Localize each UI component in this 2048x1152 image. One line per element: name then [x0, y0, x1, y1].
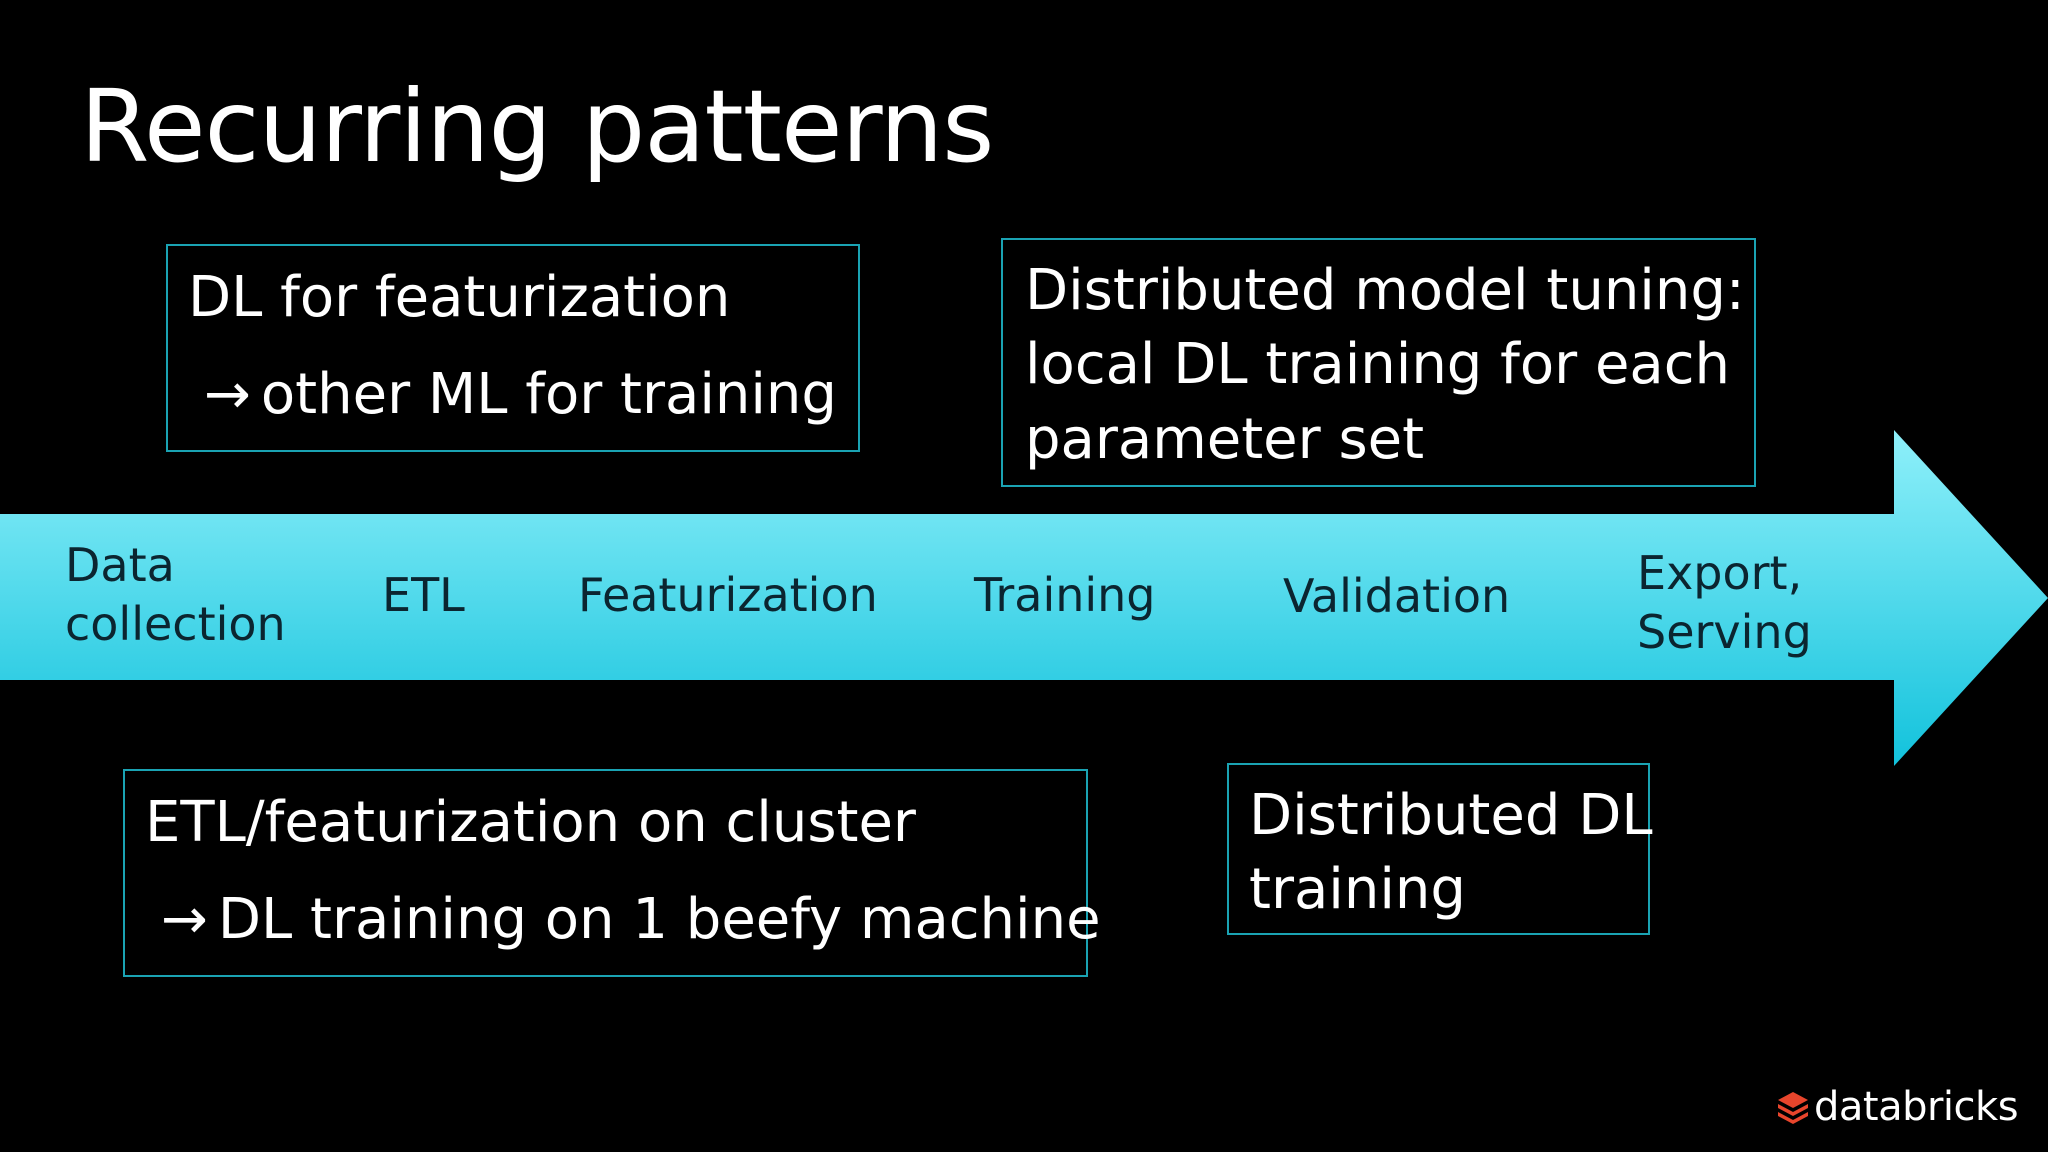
pipeline-arrow-shape [0, 430, 2048, 766]
box-line: Distributed model tuning: [1025, 258, 1745, 323]
box-arrow-line: →other ML for training [188, 359, 838, 432]
brand-name: databricks [1814, 1084, 2019, 1130]
box-line: ETL/featurization on cluster [145, 790, 916, 855]
pipeline-arrow [0, 430, 2048, 766]
distributed-training-pattern-box: Distributed DL training [1227, 763, 1653, 935]
stage-label: Data [65, 538, 175, 592]
box-line: parameter set [1025, 406, 1425, 472]
box-line: other ML for training [260, 361, 837, 427]
model-tuning-pattern-box: Distributed model tuning: local DL train… [1001, 238, 1756, 487]
stage-label: Featurization [578, 568, 878, 622]
featurization-pattern-box: DL for featurization →other ML for train… [166, 244, 860, 452]
box-arrow-line: →DL training on 1 beefy machine [145, 884, 1101, 957]
right-arrow-icon: → [204, 361, 251, 427]
cluster-pattern-box: ETL/featurization on cluster →DL trainin… [123, 769, 1101, 977]
stage-data-collection: Data collection [65, 536, 286, 654]
stage-label: Training [974, 568, 1156, 622]
box-line: local DL training for each [1025, 332, 1731, 398]
box-line: Distributed DL [1249, 783, 1653, 848]
databricks-brand: databricks [1776, 1082, 2019, 1132]
stage-training: Training [974, 566, 1156, 625]
right-arrow-icon: → [161, 886, 208, 952]
stage-etl: ETL [382, 566, 465, 625]
box-line: training [1249, 857, 1466, 923]
stage-label: collection [65, 596, 286, 651]
stage-label: ETL [382, 568, 465, 622]
stage-featurization: Featurization [578, 566, 878, 625]
stage-label: Serving [1637, 604, 1812, 659]
stage-label: Export, [1637, 546, 1803, 600]
box-line: DL training on 1 beefy machine [217, 886, 1101, 952]
stage-label: Validation [1283, 569, 1511, 623]
databricks-logo-icon [1778, 1092, 1808, 1124]
box-line: DL for featurization [188, 265, 731, 330]
stage-export-serving: Export, Serving [1637, 544, 1812, 662]
stage-validation: Validation [1283, 567, 1510, 626]
slide-title: Recurring patterns [80, 68, 994, 185]
